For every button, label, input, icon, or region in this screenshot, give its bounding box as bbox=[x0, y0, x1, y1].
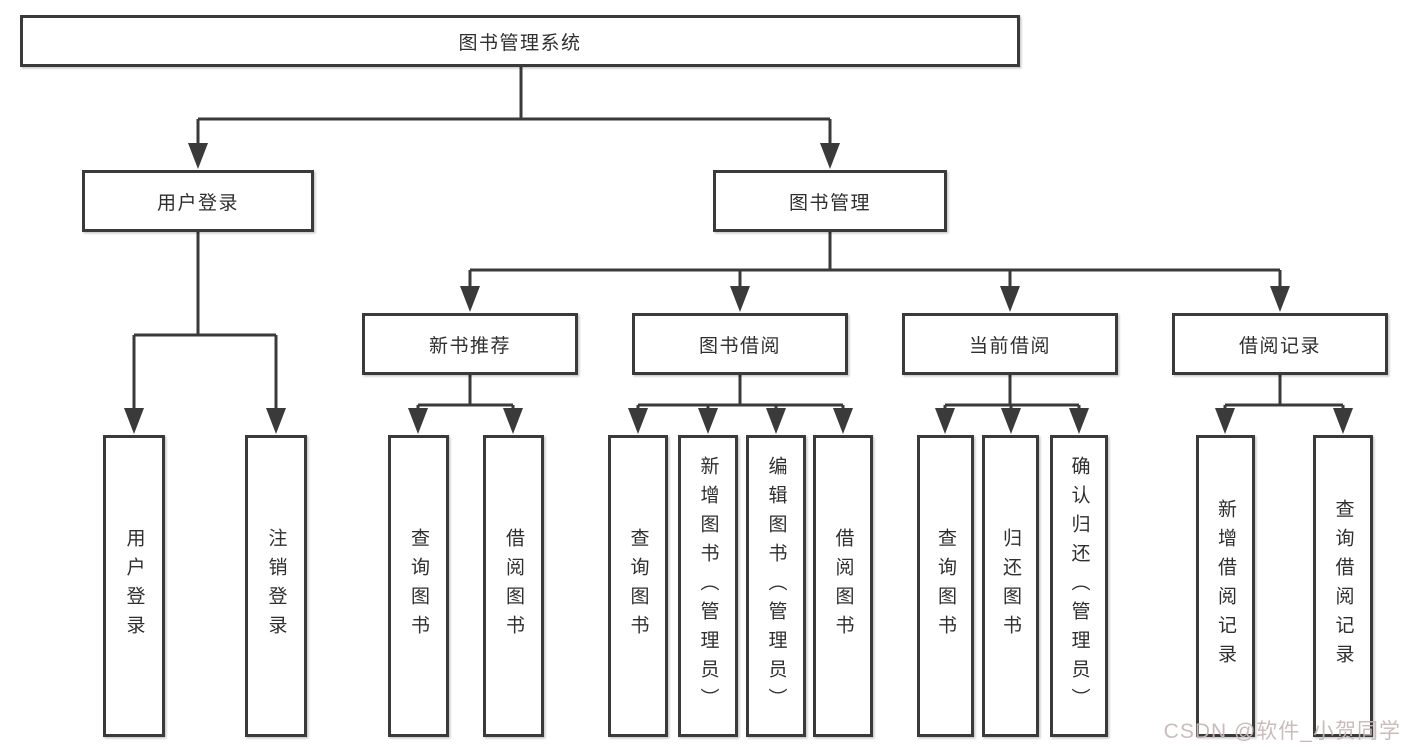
leaf-add-books-admin: 新增图书（管理员） bbox=[678, 435, 738, 737]
csdn-watermark: CSDN @软件_小贺同学 bbox=[1163, 720, 1401, 743]
leaf-add-borrow-record: 新增借阅记录 bbox=[1196, 435, 1255, 737]
leaf-borrow-books-label: 借阅图书 bbox=[832, 528, 854, 644]
arrow-down-icon bbox=[833, 408, 853, 434]
arrow-down-icon bbox=[408, 408, 428, 434]
arrow-down-icon bbox=[1001, 408, 1021, 434]
leaf-user-login: 用户登录 bbox=[103, 435, 165, 737]
leaf-query-borrow-record-label: 查询借阅记录 bbox=[1332, 499, 1354, 673]
leaf-return-books-label: 归还图书 bbox=[1000, 528, 1021, 644]
node-book-borrow-label: 图书借阅 bbox=[698, 335, 781, 357]
leaf-logout: 注销登录 bbox=[245, 435, 307, 737]
leaf-logout-label: 注销登录 bbox=[265, 528, 287, 644]
arrow-down-icon bbox=[730, 286, 750, 312]
arrow-down-icon bbox=[935, 408, 955, 434]
node-user-login: 用户登录 bbox=[82, 170, 314, 232]
leaf-add-borrow-record-label: 新增借阅记录 bbox=[1215, 499, 1236, 673]
node-user-login-label: 用户登录 bbox=[156, 192, 239, 214]
node-new-book-recommend: 新书推荐 bbox=[362, 313, 578, 375]
node-borrow-records-label: 借阅记录 bbox=[1238, 335, 1321, 357]
arrow-down-icon bbox=[1333, 408, 1353, 434]
node-book-management-label: 图书管理 bbox=[788, 192, 871, 214]
arrow-down-icon bbox=[820, 143, 840, 169]
leaf-edit-books-admin-label: 编辑图书（管理员） bbox=[765, 455, 787, 717]
node-book-borrow: 图书借阅 bbox=[632, 313, 848, 375]
leaf-query-books-borrow: 查询图书 bbox=[608, 435, 668, 737]
node-current-borrow-label: 当前借阅 bbox=[968, 335, 1051, 357]
node-borrow-records: 借阅记录 bbox=[1172, 313, 1388, 375]
leaf-confirm-return-admin-label: 确认归还（管理员） bbox=[1068, 455, 1090, 717]
arrowhead-icons bbox=[124, 143, 1353, 434]
node-root-label: 图书管理系统 bbox=[458, 32, 582, 54]
arrow-down-icon bbox=[698, 408, 718, 434]
leaf-borrow-books: 借阅图书 bbox=[813, 435, 873, 737]
node-new-book-recommend-label: 新书推荐 bbox=[428, 335, 511, 357]
leaf-add-books-admin-label: 新增图书（管理员） bbox=[697, 455, 719, 717]
arrow-down-icon bbox=[1069, 408, 1089, 434]
leaf-query-books-borrow-label: 查询图书 bbox=[627, 528, 649, 644]
leaf-query-books-recommend-label: 查询图书 bbox=[408, 528, 429, 644]
node-current-borrow: 当前借阅 bbox=[902, 313, 1118, 375]
leaf-confirm-return-admin: 确认归还（管理员） bbox=[1050, 435, 1108, 737]
node-root: 图书管理系统 bbox=[20, 15, 1020, 67]
arrow-down-icon bbox=[1000, 286, 1020, 312]
leaf-edit-books-admin: 编辑图书（管理员） bbox=[746, 435, 806, 737]
leaf-return-books: 归还图书 bbox=[982, 435, 1039, 737]
leaf-borrow-books-recommend-label: 借阅图书 bbox=[503, 528, 524, 644]
arrow-down-icon bbox=[628, 408, 648, 434]
arrow-down-icon bbox=[460, 286, 480, 312]
arrow-down-icon bbox=[188, 143, 208, 169]
arrow-down-icon bbox=[1270, 286, 1290, 312]
leaf-query-books-current: 查询图书 bbox=[917, 435, 974, 737]
arrow-down-icon bbox=[503, 408, 523, 434]
leaf-user-login-label: 用户登录 bbox=[123, 528, 145, 644]
leaf-query-books-current-label: 查询图书 bbox=[935, 528, 956, 644]
arrow-down-icon bbox=[766, 408, 786, 434]
leaf-query-books-recommend: 查询图书 bbox=[388, 435, 449, 737]
node-book-management: 图书管理 bbox=[713, 170, 947, 232]
arrow-down-icon bbox=[124, 408, 144, 434]
leaf-borrow-books-recommend: 借阅图书 bbox=[483, 435, 544, 737]
connector-rails bbox=[132, 67, 1345, 414]
arrow-down-icon bbox=[1215, 408, 1235, 434]
leaf-query-borrow-record: 查询借阅记录 bbox=[1313, 435, 1373, 737]
arrow-down-icon bbox=[266, 408, 286, 434]
